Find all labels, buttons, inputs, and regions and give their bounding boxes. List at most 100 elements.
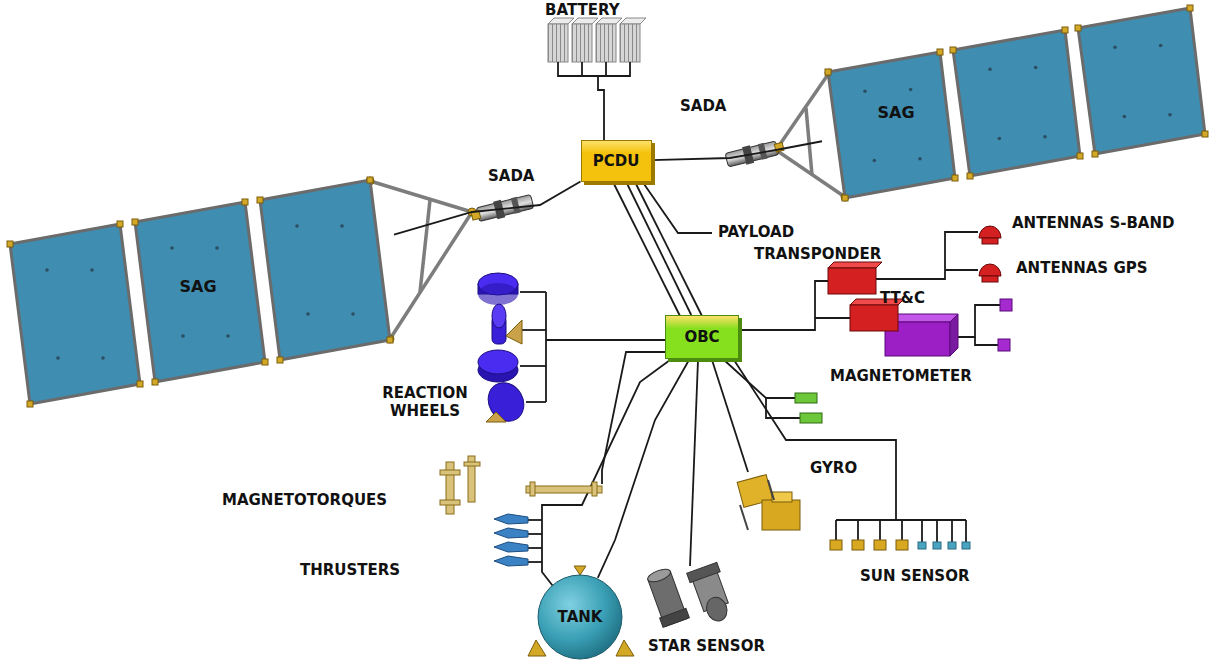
thruster bbox=[494, 528, 528, 538]
thruster bbox=[494, 556, 528, 566]
wire bbox=[605, 62, 607, 76]
solar-panel bbox=[953, 30, 1080, 176]
panel-rivet bbox=[45, 268, 49, 272]
part-label: TT&C bbox=[880, 289, 925, 307]
label-anchor: ANTENNAS S-BAND bbox=[1012, 213, 1174, 232]
wire bbox=[614, 184, 680, 316]
wire bbox=[542, 360, 670, 590]
drawing-part bbox=[486, 412, 506, 422]
torquer-rod bbox=[440, 500, 460, 505]
drawing-part bbox=[874, 540, 886, 550]
star-sensors bbox=[644, 562, 736, 627]
part-label: ANTENNAS S-BAND bbox=[1012, 214, 1174, 232]
solar-panel bbox=[1078, 8, 1205, 154]
panel-rivet bbox=[101, 356, 105, 360]
wire bbox=[936, 520, 938, 542]
panel-hinge bbox=[277, 357, 283, 363]
wire bbox=[901, 520, 903, 540]
drawing-part bbox=[481, 376, 530, 428]
wire bbox=[690, 360, 698, 566]
solar-array-wing: SAG bbox=[8, 176, 394, 406]
drawing-part bbox=[896, 540, 908, 550]
wire bbox=[581, 62, 583, 76]
label-anchor: TRANSPONDER bbox=[754, 244, 881, 263]
panel-rivet bbox=[988, 67, 992, 71]
connector-wire bbox=[394, 182, 581, 235]
drawing-part bbox=[492, 304, 506, 328]
drawing-part bbox=[478, 283, 518, 305]
boom bbox=[806, 108, 812, 175]
drawing-part bbox=[572, 24, 592, 62]
drawing-part bbox=[548, 24, 568, 62]
drawing-part bbox=[620, 24, 640, 62]
label-anchor: TT&C bbox=[880, 288, 925, 307]
wire bbox=[835, 520, 837, 540]
wire bbox=[522, 329, 546, 331]
battery-modules bbox=[548, 18, 646, 62]
panel-hinge bbox=[950, 47, 956, 53]
panel-rivet bbox=[873, 159, 877, 163]
node-label: SAG bbox=[877, 103, 914, 122]
drawing-part bbox=[933, 542, 941, 549]
part-label: PAYLOAD bbox=[718, 223, 794, 241]
battery-module bbox=[620, 18, 646, 62]
wire bbox=[921, 520, 923, 542]
panel-hinge bbox=[937, 49, 943, 55]
part-label: GYRO bbox=[810, 459, 857, 477]
part-label: ANTENNAS GPS bbox=[1016, 259, 1148, 277]
wire bbox=[975, 337, 998, 345]
panel-hinge bbox=[137, 381, 143, 387]
panel-hinge bbox=[825, 69, 831, 75]
part-label: SUN SENSOR bbox=[860, 567, 969, 585]
drawing-part bbox=[950, 314, 958, 356]
panel-rivet bbox=[1113, 45, 1117, 49]
solar-panel bbox=[10, 224, 140, 404]
label-anchor: SADA bbox=[680, 96, 726, 115]
drawing-part bbox=[800, 413, 822, 423]
wire bbox=[836, 519, 966, 521]
panel-hinge bbox=[387, 337, 393, 343]
panel-hinge bbox=[257, 197, 263, 203]
tank-foot bbox=[574, 566, 586, 575]
wire bbox=[644, 184, 712, 233]
drawing-part bbox=[982, 276, 998, 282]
label-anchor: BATTERY bbox=[545, 0, 620, 19]
drawing-part bbox=[506, 320, 522, 344]
panel-hinge bbox=[27, 401, 33, 407]
star-sensor bbox=[644, 566, 689, 627]
obc-box: OBC bbox=[665, 315, 739, 359]
label-anchor: ANTENNAS GPS bbox=[1016, 258, 1148, 277]
panel-hinge bbox=[1077, 153, 1083, 159]
connector-wire bbox=[598, 359, 690, 578]
label-anchor: SUN SENSOR bbox=[860, 566, 969, 585]
drawing-part bbox=[998, 339, 1010, 351]
panel-rivet bbox=[215, 246, 219, 250]
panel-rivet bbox=[56, 356, 60, 360]
magnetometers bbox=[795, 393, 822, 423]
reaction-wheel bbox=[492, 304, 522, 344]
thrusters bbox=[494, 514, 528, 566]
tank-sphere-shape bbox=[538, 575, 622, 659]
panel-hinge bbox=[367, 177, 373, 183]
panel-hinge bbox=[262, 359, 268, 365]
node-label: OBC bbox=[684, 328, 719, 346]
panel-rivet bbox=[918, 157, 922, 161]
wire bbox=[526, 401, 546, 403]
panel-hinge bbox=[117, 221, 123, 227]
drawing-part bbox=[850, 305, 898, 331]
panel-rivet bbox=[1034, 66, 1038, 70]
panel-rivet bbox=[306, 312, 310, 316]
wire bbox=[879, 520, 881, 540]
label-anchor: SADA bbox=[488, 166, 534, 185]
wire bbox=[857, 520, 859, 540]
panel-hinge bbox=[132, 219, 138, 225]
solar-panel bbox=[260, 180, 390, 360]
panel-hinge bbox=[1075, 25, 1081, 31]
drawing-part bbox=[948, 542, 956, 549]
solar-panel bbox=[828, 52, 955, 198]
drawing-part bbox=[979, 264, 1001, 276]
panel-rivet bbox=[863, 89, 867, 93]
torquer-rod bbox=[464, 462, 480, 466]
panel-hinge bbox=[1092, 151, 1098, 157]
